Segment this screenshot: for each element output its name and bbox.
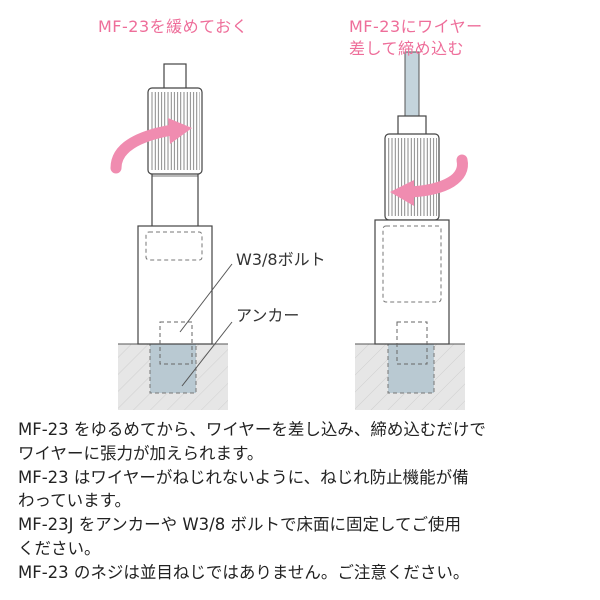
installation-diagram [110, 51, 468, 410]
right-assembly [355, 51, 468, 410]
body-left [137, 225, 213, 345]
caption-insert-line2: 差して締め込む [349, 39, 465, 58]
left-assembly [110, 63, 233, 410]
bolt-right [396, 321, 428, 365]
top-stub-left [163, 63, 187, 91]
wire-right [404, 51, 420, 123]
knurled-nut-right [384, 133, 440, 221]
inner-recess-left [145, 231, 203, 261]
collar-right [397, 115, 427, 137]
leader-anchor [181, 321, 233, 387]
note-3: MF-23J をアンカーや W3/8 ボルトで床面に固定してご使用 ください。 [18, 515, 461, 558]
note-1: MF-23 をゆるめてから、ワイヤーを差し込み、締め込むだけで ワイヤーに張力が… [18, 420, 486, 463]
label-anchor: アンカー [236, 306, 300, 325]
caption-insert-line1: MF-23にワイヤー [349, 17, 483, 36]
neck-left [151, 174, 199, 226]
label-bolt: W3/8ボルト [236, 250, 326, 269]
inner-recess-right [382, 225, 442, 303]
rotate-arrow-right-icon [390, 154, 468, 206]
leader-bolt [179, 263, 233, 333]
note-2: MF-23 はワイヤーがねじれないように、ねじれ防止機能が備 わっています。 [18, 467, 469, 511]
rotate-arrow-left-icon [110, 118, 192, 174]
note-4: MF-23 のネジは並目ねじではありません。ご注意ください。 [18, 562, 470, 582]
caption-loosen: MF-23を緩めておく [98, 17, 249, 36]
anchor-left [149, 342, 197, 394]
body-right [374, 219, 450, 345]
bolt-left [159, 321, 193, 365]
description: MF-23 をゆるめてから、ワイヤーを差し込み、締め込むだけで ワイヤーに張力が… [18, 418, 588, 585]
